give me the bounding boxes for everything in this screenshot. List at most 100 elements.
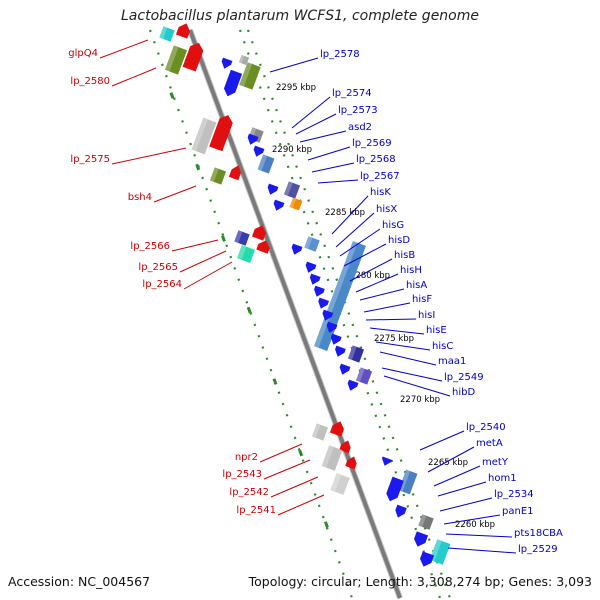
gene-label-lp-2565[interactable]: lp_2565: [138, 262, 178, 273]
gene-arrow: [256, 240, 270, 254]
accession-text: Accession: NC_004567: [8, 574, 151, 589]
gene-block: [304, 236, 320, 252]
gene-label-hom1[interactable]: hom1: [488, 473, 517, 484]
gene-label-lp-2542[interactable]: lp_2542: [229, 487, 269, 498]
leader-line: [369, 327, 425, 335]
gene-label-lp-2568[interactable]: lp_2568: [356, 154, 396, 165]
gene-label-maa1[interactable]: maa1: [438, 356, 466, 367]
gene-label-hisk[interactable]: hisK: [370, 187, 391, 198]
gene-block: [321, 445, 343, 471]
gene-arrow: [251, 225, 266, 241]
leader-line: [291, 96, 331, 129]
leader-line: [317, 179, 359, 184]
gene-label-lp-2534[interactable]: lp_2534: [494, 489, 534, 500]
gene-label-meta[interactable]: metA: [476, 438, 503, 449]
gene-label-mety[interactable]: metY: [482, 457, 509, 468]
gene-label-hisb[interactable]: hisB: [394, 250, 415, 261]
leader-line: [375, 341, 431, 351]
kbp-tick-label: 2280 kbp: [350, 271, 390, 281]
gene-arrow: [326, 321, 338, 333]
leader-line: [311, 162, 355, 173]
gene-label-lp-2566[interactable]: lp_2566: [130, 241, 170, 252]
kbp-tick-label: 2290 kbp: [272, 145, 312, 155]
kbp-tick-label: 2270 kbp: [400, 395, 440, 405]
forward-leader-lines: [269, 57, 517, 554]
gene-arrow: [335, 345, 346, 357]
gene-arrow: [309, 273, 321, 285]
gene-arrow: [209, 115, 233, 152]
gene-label-hibd[interactable]: hibD: [452, 387, 475, 398]
gene-arrow: [314, 285, 325, 297]
gene-label-lp-2578[interactable]: lp_2578: [320, 49, 360, 60]
forward-gene-labels: lp_2578 lp_2574 lp_2573 asd2 lp_2569 lp_2568l…: [320, 49, 563, 555]
gene-label-lp-2541[interactable]: lp_2541: [236, 505, 276, 516]
gene-label-lp-2573[interactable]: lp_2573: [338, 105, 378, 116]
gene-arrow: [347, 379, 359, 391]
kbp-tick-label: 2265 kbp: [428, 458, 468, 468]
gene-label-hisg[interactable]: hisG: [382, 220, 404, 231]
leader-line: [359, 288, 405, 301]
gene-arrow: [329, 421, 344, 437]
reverse-leader-lines: [99, 39, 325, 516]
gene-label-hisd[interactable]: hisD: [388, 235, 410, 246]
gene-label-lp-2575[interactable]: lp_2575: [70, 154, 110, 165]
gene-block: [418, 514, 434, 530]
gene-label-glpq4[interactable]: glpQ4: [68, 48, 98, 59]
leader-line: [183, 261, 233, 290]
gene-block: [234, 230, 250, 246]
leader-line: [339, 228, 381, 257]
gene-label-pts18cba[interactable]: pts18CBA: [514, 528, 563, 539]
gene-label-lp-2543[interactable]: lp_2543: [222, 469, 262, 480]
gene-label-hisf[interactable]: hisF: [412, 294, 432, 305]
gene-label-hisi[interactable]: hisI: [418, 310, 435, 321]
gene-block: [330, 473, 350, 495]
gene-block: [209, 167, 227, 185]
leader-line: [331, 195, 369, 235]
leader-line: [153, 185, 197, 203]
kbp-tick-label: 2275 kbp: [374, 334, 414, 344]
leader-line: [443, 514, 501, 525]
gene-label-bsh4[interactable]: bsh4: [128, 192, 152, 203]
gene-block: [238, 54, 250, 66]
leader-line: [111, 147, 187, 165]
gene-label-hisa[interactable]: hisA: [406, 280, 427, 291]
gene-label-hise[interactable]: hisE: [426, 325, 447, 336]
kbp-tick-label: 2285 kbp: [325, 208, 365, 218]
leader-line: [439, 497, 493, 512]
gene-label-asd2[interactable]: asd2: [348, 122, 372, 133]
forward-strand-features: [221, 54, 451, 567]
gene-label-pane1[interactable]: panE1: [502, 506, 534, 517]
gene-arrow: [414, 531, 429, 547]
genome-summary-text: Topology: circular; Length: 3,308,274 bp…: [248, 574, 592, 589]
gene-label-lp-2549[interactable]: lp_2549: [444, 372, 484, 383]
gene-label-hisx[interactable]: hisX: [376, 204, 397, 215]
gene-label-lp-2574[interactable]: lp_2574: [332, 88, 372, 99]
gene-label-npr2[interactable]: npr2: [235, 452, 258, 463]
leader-line: [263, 459, 311, 480]
leader-line: [437, 481, 487, 497]
gene-arrow: [223, 69, 243, 97]
gene-arrow: [339, 363, 351, 375]
leader-line: [383, 375, 451, 397]
gene-label-hisc[interactable]: hisC: [432, 341, 453, 352]
gene-label-lp-2569[interactable]: lp_2569: [352, 138, 392, 149]
gene-label-lp-2529[interactable]: lp_2529: [518, 544, 558, 555]
gene-label-lp-2580[interactable]: lp_2580: [70, 76, 110, 87]
gene-label-lp-2564[interactable]: lp_2564: [142, 279, 182, 290]
gene-label-lp-2540[interactable]: lp_2540: [466, 422, 506, 433]
leader-line: [179, 250, 227, 273]
gene-block: [164, 45, 188, 75]
leader-line: [349, 258, 393, 282]
gene-arrow: [318, 297, 330, 309]
leader-line: [365, 318, 417, 321]
gene-block: [237, 245, 255, 263]
leader-line: [335, 212, 375, 248]
gene-label-hish[interactable]: hisH: [400, 265, 422, 276]
gene-label-lp-2567[interactable]: lp_2567: [360, 171, 400, 182]
kbp-tick-label: 2260 kbp: [455, 520, 495, 530]
leader-line: [111, 67, 157, 87]
leader-line: [277, 494, 325, 516]
leader-line: [447, 547, 517, 554]
gene-block: [355, 367, 373, 385]
